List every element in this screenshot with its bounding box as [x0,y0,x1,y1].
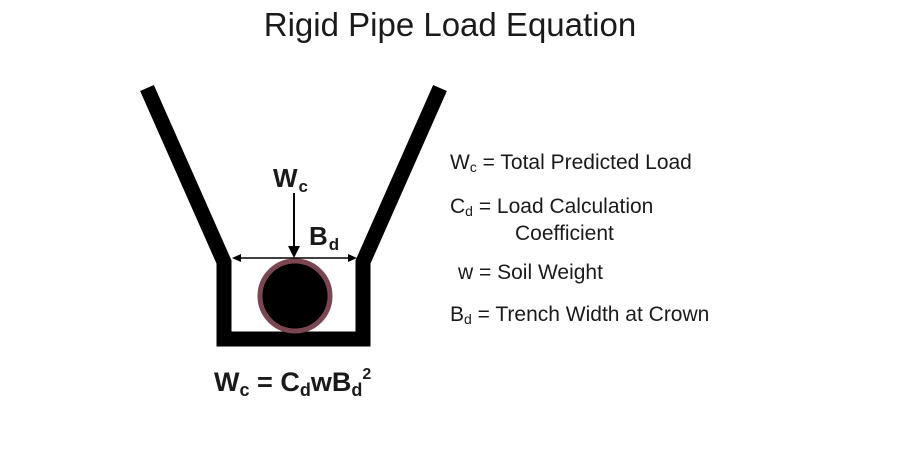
legend-item-soil-weight: w = Soil Weight [458,262,603,283]
load-arrow-head [288,246,300,258]
legend-symbol-sub: d [464,311,472,327]
legend-item-load-coefficient-continuation: Coefficient [515,223,614,244]
formula-lhs-sub: c [239,380,250,400]
legend-item-load-coefficient: Cd = Load Calculation [450,196,653,218]
legend-symbol-sub: c [469,159,477,175]
legend-item-total-load: Wc = Total Predicted Load [450,152,692,174]
load-label: Wc [273,163,308,196]
pipe-circle [257,258,333,334]
load-label-base: W [273,163,298,193]
page-title: Rigid Pipe Load Equation [263,6,637,43]
legend-item-trench-width: Bd = Trench Width at Crown [450,304,709,326]
legend-symbol: W [450,151,470,174]
formula-coefficient: C [280,367,300,397]
legend-definition: = Trench Width at Crown [477,303,710,326]
legend-definition: = Soil Weight [479,261,603,284]
legend-definition-continuation: Coefficient [515,222,614,245]
legend-symbol: C [450,195,466,218]
trench-outline [140,84,447,347]
formula-width: B [331,367,352,397]
formula-lhs: W [214,367,240,397]
legend-symbol-sub: d [465,203,473,219]
legend-definition: = Load Calculation [478,195,654,218]
formula-width-sub: d [351,380,363,400]
width-label-sub: d [329,235,339,254]
load-formula: Wc = CdwBd2 [214,366,371,401]
legend-definition: = Total Predicted Load [482,151,692,174]
width-label: Bd [309,221,339,254]
formula-equals: = [257,367,273,397]
legend-symbol: w [458,261,474,284]
width-label-base: B [309,221,328,251]
formula-coefficient-sub: d [299,380,311,400]
width-arrow-right [348,254,357,262]
legend-symbol: B [450,303,465,326]
width-arrow-left [232,254,241,262]
formula-exponent: 2 [362,366,372,383]
load-label-sub: c [299,177,308,196]
formula-soil-weight: w [310,367,332,397]
